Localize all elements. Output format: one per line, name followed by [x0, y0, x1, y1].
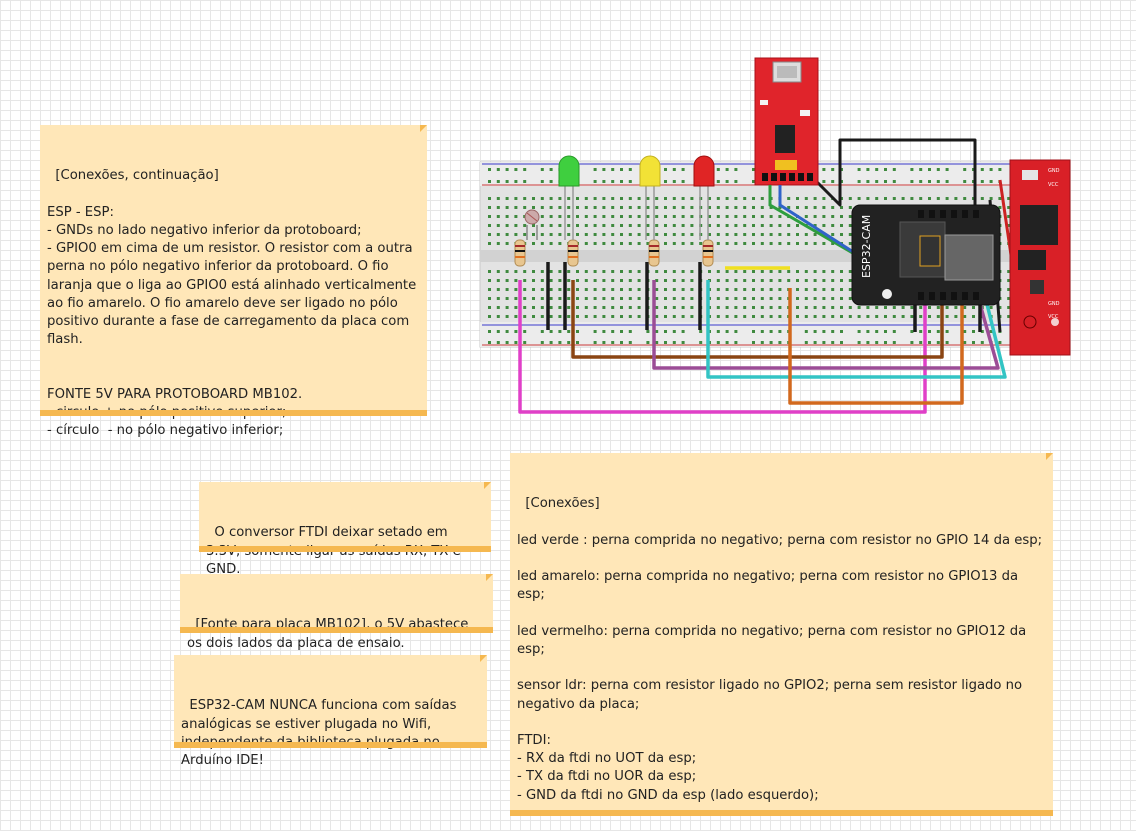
note-text: [Conexões, continuação] ESP - ESP: - GND… [47, 168, 417, 439]
note-esp32-wifi: ESP32-CAM NUNCA funciona com saídas anal… [174, 655, 487, 768]
note-connections: [Conexões] led verde : perna comprida no… [510, 453, 1053, 816]
note-fold [420, 125, 427, 132]
note-fold [480, 655, 487, 662]
note-connections-continuation: [Conexões, continuação] ESP - ESP: - GND… [40, 125, 427, 438]
resistor [702, 239, 714, 267]
psu-gnd-label-bottom: GND [1048, 301, 1060, 307]
led-yellow [639, 155, 661, 240]
resistors [514, 239, 714, 267]
resistor [567, 239, 579, 267]
led-red [693, 155, 715, 240]
wire-orange [788, 288, 964, 405]
resistor [514, 239, 526, 267]
psu-gnd-label: GND [1048, 168, 1060, 174]
power-supply-board: GND VCC GND VCC [1009, 159, 1071, 356]
resistor [648, 239, 660, 267]
led-green [558, 155, 580, 240]
psu-vcc-label: VCC [1048, 182, 1059, 188]
note-fold [1046, 453, 1053, 460]
note-power: [Fonte para placa MB102], o 5V abastece … [180, 574, 493, 651]
ftdi-board [754, 57, 819, 186]
esp32-cam-board: ESP32-CAM [851, 204, 1001, 306]
wire-black-ftdi [808, 138, 977, 215]
esp-label: ESP32-CAM [860, 215, 873, 278]
note-fold [486, 574, 493, 581]
note-fold [484, 482, 491, 489]
psu-vcc-label-bottom: VCC [1048, 314, 1059, 320]
note-ftdi: O conversor FTDI deixar setado em 3.3V, … [199, 482, 491, 577]
ldr-sensor [524, 209, 540, 240]
note-text: [Conexões] led verde : perna comprida no… [517, 496, 1043, 803]
wire-magenta [518, 215, 927, 414]
